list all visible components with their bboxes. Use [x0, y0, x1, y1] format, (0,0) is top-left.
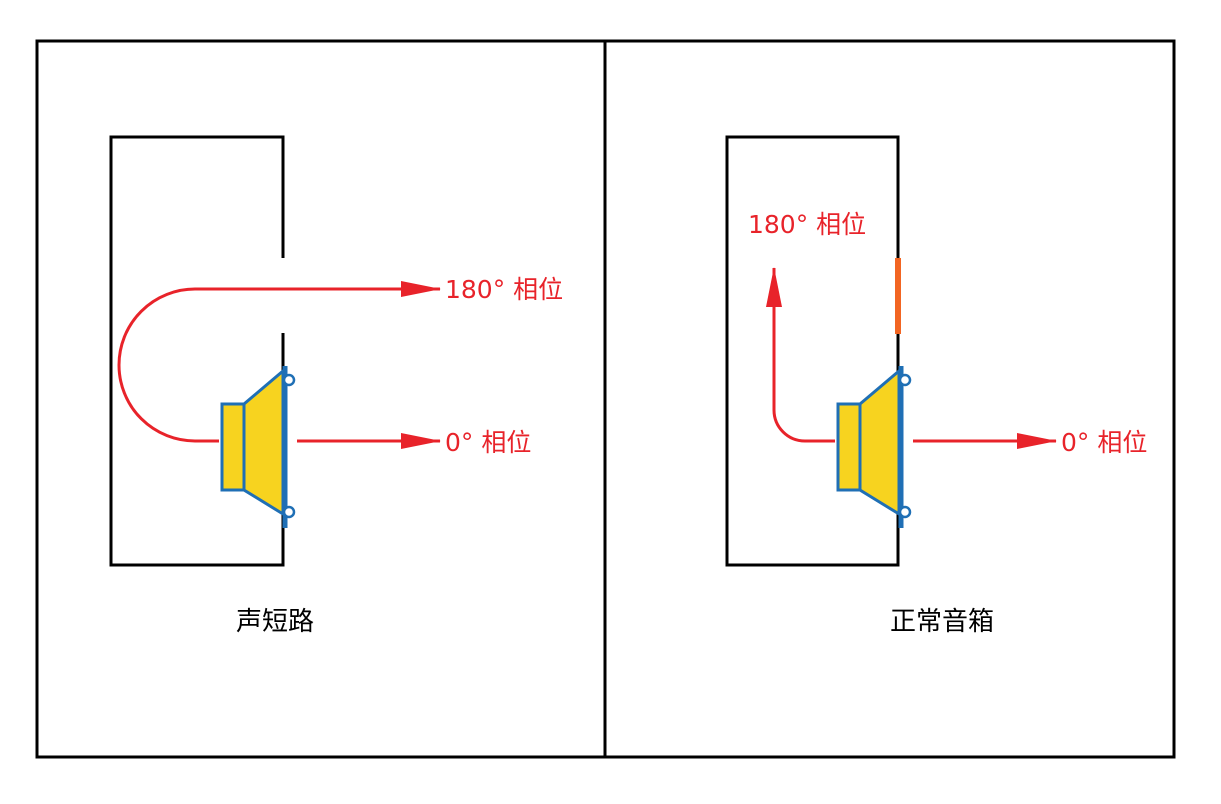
left-rear-wave-arrow: [117, 281, 441, 443]
right-speaker-mount-bottom: [898, 505, 912, 519]
right-speaker-driver: [836, 366, 912, 528]
left-speaker-driver: [220, 366, 296, 528]
left-front-wave-label: 0° 相位: [445, 428, 531, 457]
left-panel-caption: 声短路: [236, 607, 314, 637]
right-enclosure-wall: [725, 135, 900, 567]
right-rear-wave-arrow: [766, 267, 835, 443]
right-panel: 180° 相位 0° 相位 正常音箱: [725, 135, 1147, 637]
left-enclosure-wall: [109, 135, 285, 567]
right-speaker-mount-top: [898, 373, 912, 387]
right-rear-wave-label: 180° 相位: [748, 210, 866, 239]
right-speaker-magnet: [836, 402, 862, 492]
left-speaker-mount-top: [282, 373, 296, 387]
left-panel-frame: [35, 39, 607, 759]
left-speaker-mount-bottom: [282, 505, 296, 519]
left-speaker-magnet: [220, 402, 246, 492]
right-panel-caption: 正常音箱: [890, 607, 994, 637]
left-rear-wave-label: 180° 相位: [445, 275, 563, 304]
right-speaker-cone: [858, 367, 901, 517]
right-panel-frame: [603, 39, 1176, 759]
left-speaker-cone: [242, 367, 285, 517]
left-panel: 180° 相位 0° 相位 声短路: [109, 135, 563, 637]
right-front-wave-label: 0° 相位: [1061, 428, 1147, 457]
